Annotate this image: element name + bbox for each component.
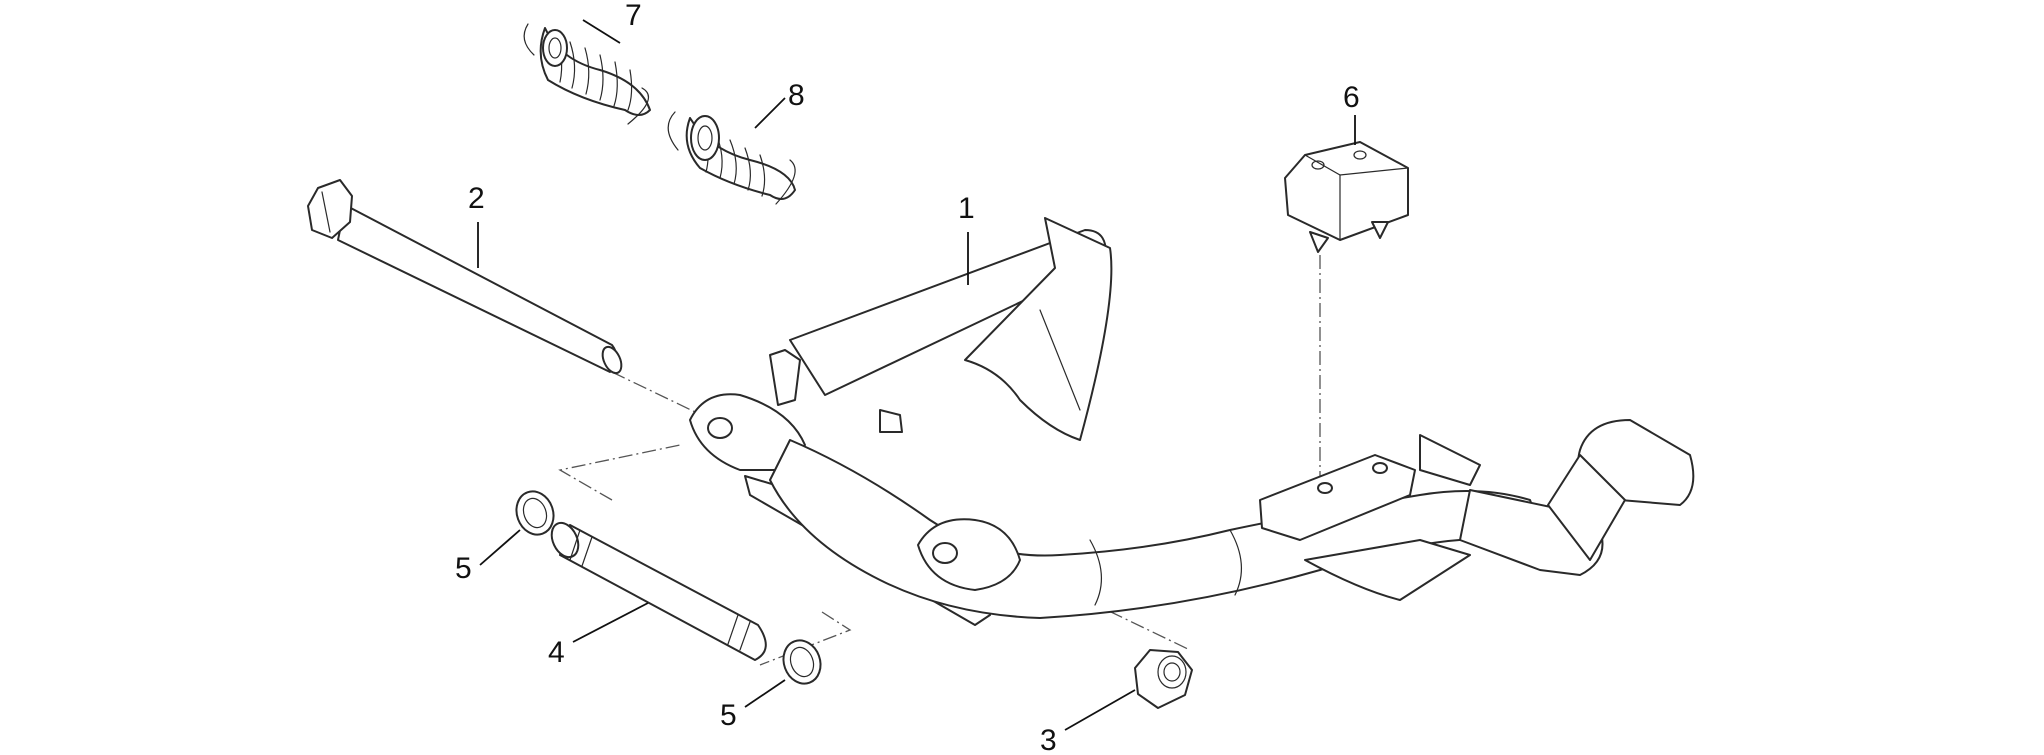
callout-4: 4 [548,636,565,669]
leader-lines [477,19,1356,731]
part-spring-small [523,23,651,125]
callout-7: 7 [625,0,642,32]
part-center-stand [689,217,1695,626]
part-bolt [307,179,623,375]
part-washer-right [782,639,822,685]
callout-5-right: 5 [720,699,737,732]
callout-1: 1 [958,192,975,225]
callout-2: 2 [468,182,485,215]
callout-5-left: 5 [455,552,472,585]
part-nut [1134,649,1193,709]
callout-3: 3 [1040,724,1057,755]
callout-8: 8 [788,79,805,112]
part-rubber-bumper [1284,141,1409,253]
callout-labels: 1 2 3 4 5 5 6 7 8 [455,0,1360,755]
part-spring-large [667,111,796,205]
part-washer-left [515,490,555,536]
part-pin [550,521,767,661]
callout-6: 6 [1343,81,1360,114]
